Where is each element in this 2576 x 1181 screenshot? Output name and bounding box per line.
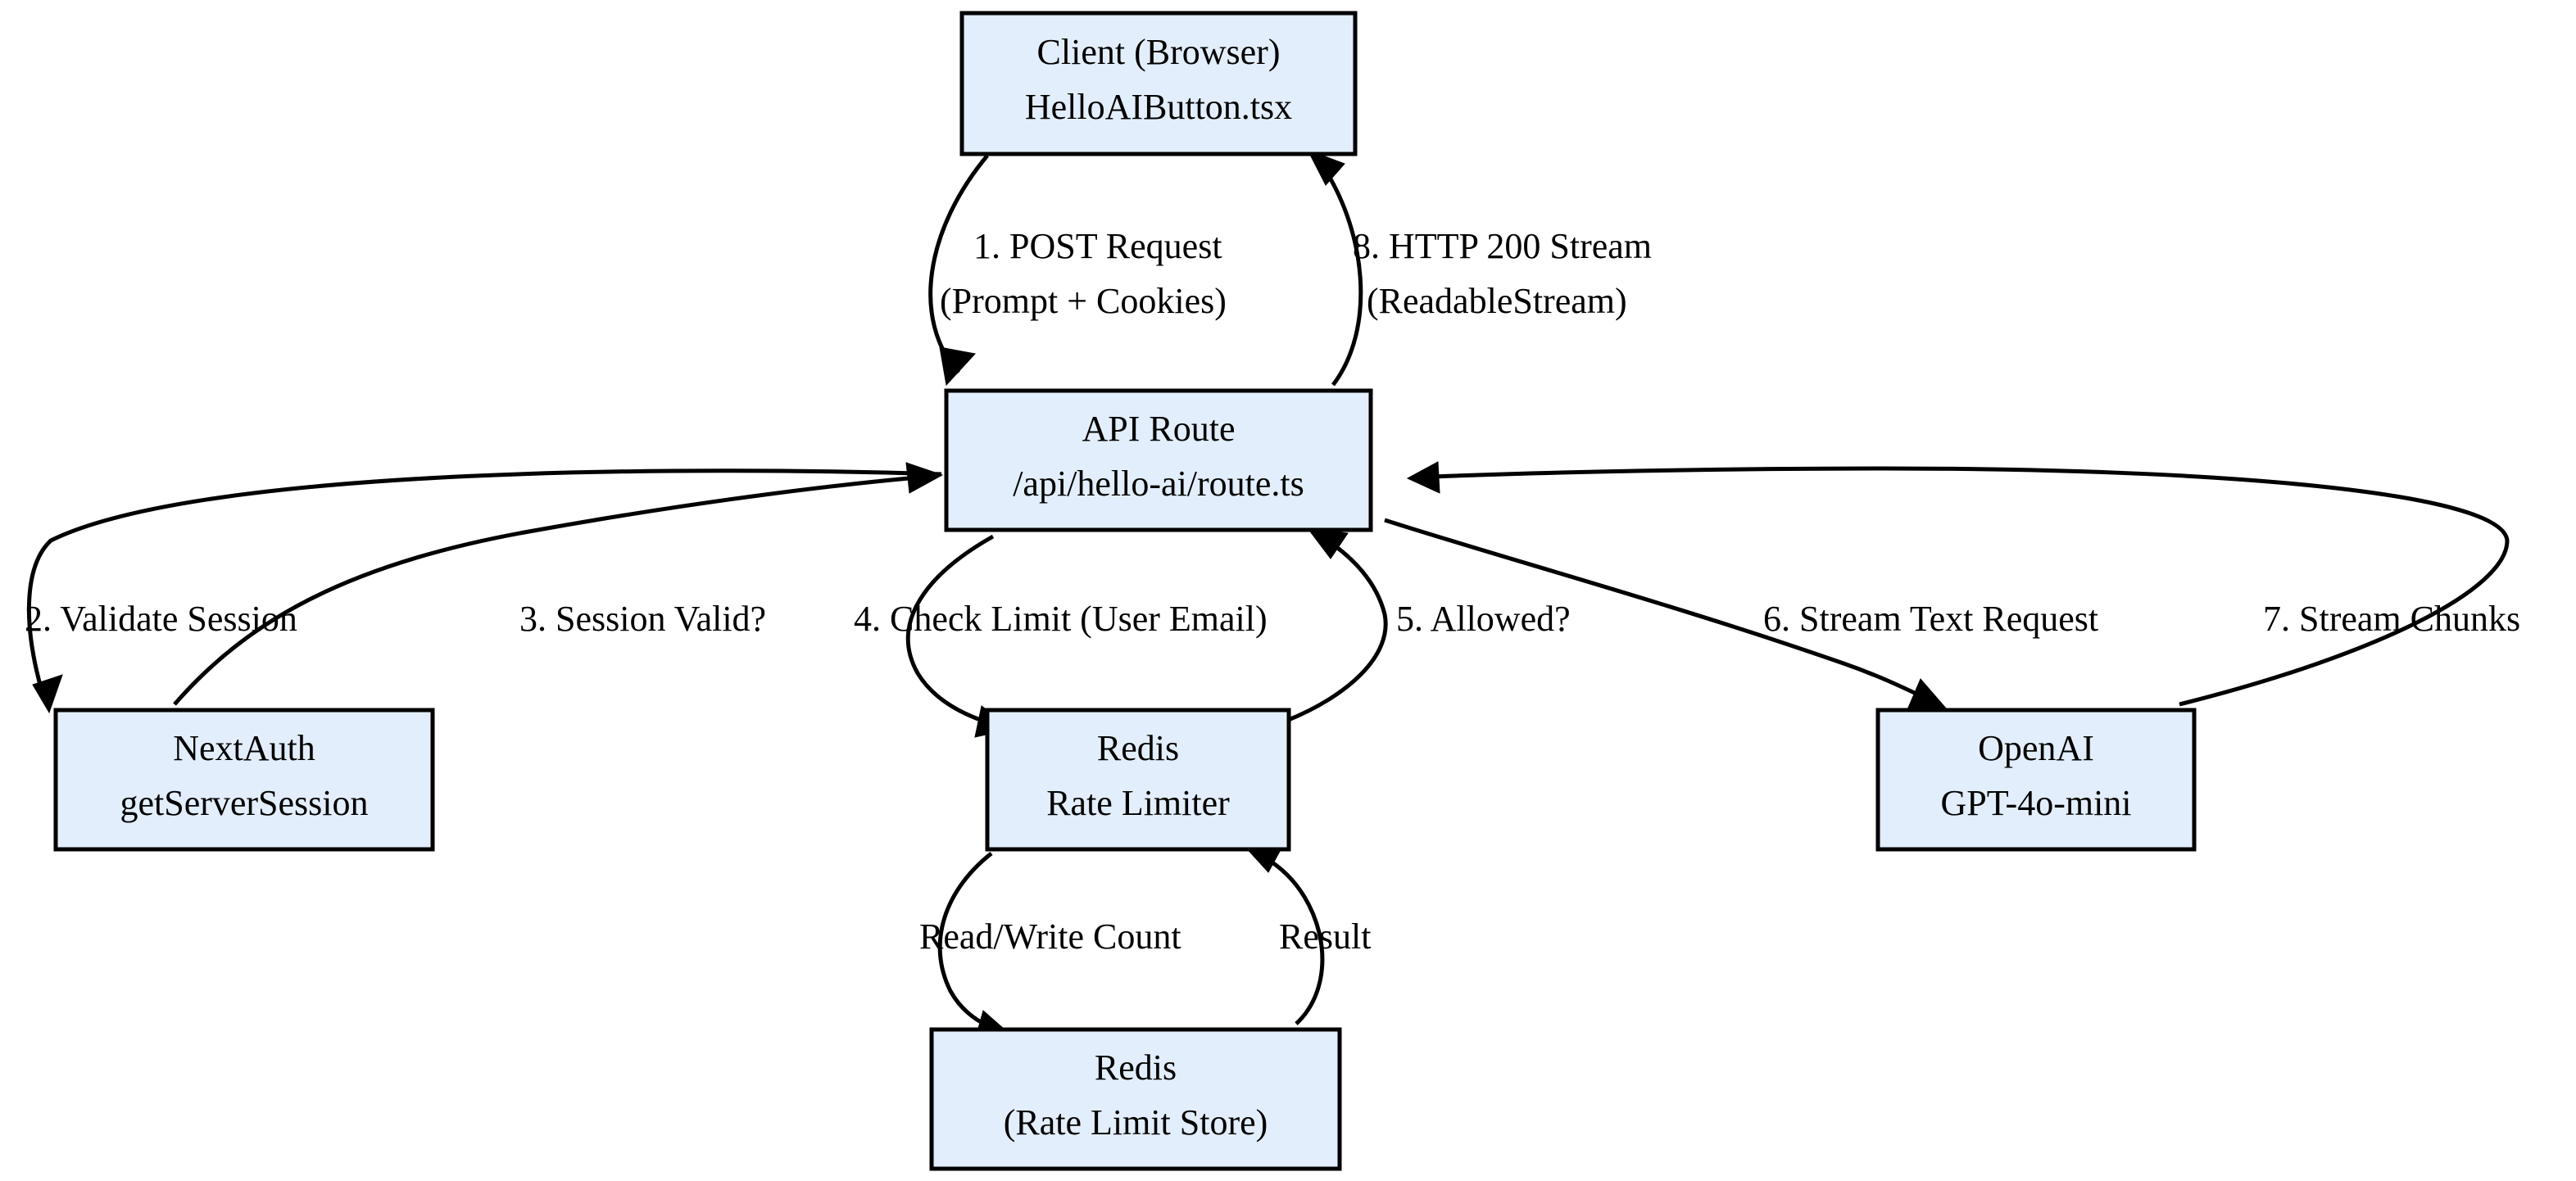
node-nextauth-box[interactable]: [53, 708, 435, 852]
edge-validate-session-arrowhead: [32, 674, 63, 714]
edge-label-http-stream-line2: (ReadableStream): [1367, 281, 1627, 321]
edge-stream-text-request-path: [1384, 518, 1923, 699]
node-openai-label-line2: GPT-4o-mini: [1940, 783, 2131, 823]
node-nextauth-label-line1: NextAuth: [173, 728, 315, 768]
node-redis-store[interactable]: Redis (Rate Limit Store): [929, 1027, 1342, 1171]
edge-label-http-stream-line1: 8. HTTP 200 Stream: [1353, 226, 1652, 266]
node-client-label-line2: HelloAIButton.tsx: [1025, 87, 1292, 127]
edge-session-valid-path: [173, 475, 918, 706]
edge-label-post-request-line2: (Prompt + Cookies): [940, 281, 1227, 321]
node-rate-limiter-label-line1: Redis: [1097, 728, 1179, 768]
edge-allowed-path: [1286, 538, 1388, 723]
edge-allowed-arrowhead: [1306, 527, 1349, 559]
edge-label-validate-session: 2. Validate Session: [25, 599, 297, 639]
edge-label-check-limit: 4. Check Limit (User Email): [854, 599, 1268, 639]
edge-http-stream: [1306, 149, 1363, 387]
edge-result-path: [1264, 856, 1325, 1025]
node-client-label-line1: Client (Browser): [1037, 32, 1281, 72]
node-nextauth[interactable]: NextAuth getServerSession: [53, 708, 435, 852]
node-rate-limiter-label-line2: Rate Limiter: [1046, 783, 1230, 823]
node-api-route-label-line2: /api/hello-ai/route.ts: [1013, 464, 1304, 504]
node-redis-store-box[interactable]: [929, 1027, 1342, 1171]
node-client[interactable]: Client (Browser) HelloAIButton.tsx: [959, 11, 1358, 156]
edge-session-valid-arrowhead: [905, 462, 944, 494]
edge-check-limit-path: [905, 534, 995, 725]
edge-stream-chunks-arrowhead: [1406, 461, 1440, 494]
edge-stream-chunks-path: [1433, 466, 2510, 707]
edge-post-request-arrowhead: [939, 346, 976, 387]
node-client-box[interactable]: [959, 11, 1358, 156]
edge-label-post-request-line1: 1. POST Request: [973, 226, 1222, 266]
edge-label-stream-chunks: 7. Stream Chunks: [2263, 599, 2520, 639]
node-rate-limiter-box[interactable]: [985, 708, 1291, 852]
edge-label-stream-text-request: 6. Stream Text Request: [1763, 599, 2098, 639]
node-redis-store-label-line2: (Rate Limit Store): [1004, 1102, 1268, 1143]
edge-http-stream-path: [1317, 159, 1363, 387]
node-redis-store-label-line1: Redis: [1095, 1048, 1177, 1088]
edge-label-read-write-count: Read/Write Count: [919, 916, 1181, 957]
edge-stream-text-request-arrowhead: [1907, 678, 1948, 710]
edge-label-session-valid: 3. Session Valid?: [519, 599, 766, 639]
node-nextauth-label-line2: getServerSession: [120, 783, 368, 823]
edge-read-write-count-path: [937, 852, 993, 1028]
node-api-route-box[interactable]: [944, 388, 1373, 532]
node-openai[interactable]: OpenAI GPT-4o-mini: [1875, 708, 2197, 852]
edge-validate-session: [26, 468, 942, 714]
edge-allowed: [1286, 527, 1388, 723]
node-api-route[interactable]: API Route /api/hello-ai/route.ts: [944, 388, 1373, 532]
edge-session-valid: [173, 462, 944, 706]
edge-label-result: Result: [1279, 916, 1371, 957]
node-openai-label-line1: OpenAI: [1978, 728, 2094, 768]
node-rate-limiter[interactable]: Redis Rate Limiter: [985, 708, 1291, 852]
edge-post-request: [928, 154, 989, 387]
node-openai-box[interactable]: [1875, 708, 2197, 852]
edge-validate-session-path: [26, 468, 942, 689]
edge-http-stream-arrowhead: [1306, 149, 1345, 186]
node-api-route-label-line1: API Route: [1082, 409, 1236, 449]
edge-stream-chunks: [1406, 461, 2510, 707]
edge-label-allowed: 5. Allowed?: [1396, 599, 1571, 639]
